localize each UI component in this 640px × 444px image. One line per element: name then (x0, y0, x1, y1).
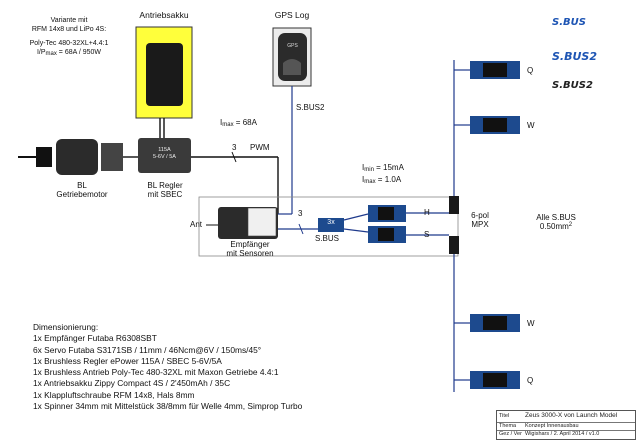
mpx-connector-top (449, 196, 459, 214)
servo-label-q-top: Q (527, 66, 534, 75)
title-row: Titel Zeus 3000-X von Launch Model (497, 411, 635, 423)
servo-w-bottom-cap (483, 316, 507, 330)
hub-to-servo-s (343, 228, 369, 233)
antenna-label: Ant (190, 220, 203, 229)
servo-label-w-top: W (527, 121, 535, 130)
sbus2-logo-black: S.BUS2 (552, 80, 593, 91)
receiver-label-area (247, 207, 277, 237)
gps-title: GPS Log (274, 10, 310, 20)
battery-cell (146, 43, 183, 106)
battery-title: Antriebsakku (139, 10, 189, 20)
sbus-text: S.BUS (315, 234, 340, 243)
author-row: Gez / Ver Wigishars / 2. April 2014 / v1… (499, 431, 600, 437)
esc-module (138, 138, 191, 173)
all-sbus-note: Alle S.BUS 0.50mm2 (536, 213, 576, 232)
servo-q-bottom-cap (483, 373, 507, 387)
motor-spinner (36, 147, 52, 167)
imax-battery-label: Imax = 68A (220, 118, 257, 128)
pwm-tick (231, 151, 237, 163)
list-item: 1x Antriebsakku Zippy Compact 4S / 2'450… (33, 378, 231, 389)
list-item: 1x Spinner 34mm mit Mittelstück 38/8mm f… (33, 401, 303, 412)
title-block: Titel Zeus 3000-X von Launch Model Thema… (496, 410, 636, 440)
imin-label: Imin = 15mA (362, 163, 404, 173)
list-item: 1x Brushless Antrieb Poly-Tec 480-32XL m… (33, 367, 279, 378)
theme-row: Thema Konzept Innenausbau (497, 422, 635, 431)
sbus-count: 3 (298, 209, 303, 218)
list-item: 1x Empfänger Futaba R6308SBT (33, 333, 157, 344)
list-item: 1x Brushless Regler ePower 115A / SBEC 5… (33, 355, 222, 366)
pwm-count: 3 (232, 143, 237, 152)
servo-label-w-bottom: W (527, 319, 535, 328)
list-item: 6x Servo Futaba S3171SB / 11mm / 46Ncm@6… (33, 344, 262, 355)
imax-servo-label: Imax = 1.0A (362, 175, 402, 185)
servo-s-cap (378, 228, 394, 241)
servo-w-top-cap (483, 118, 507, 132)
sbus2-logo: S.BUS2 (552, 50, 597, 63)
receiver-frame (198, 196, 459, 257)
servo-q-top-cap (483, 63, 507, 77)
dimensioning-block: Dimensionierung: 1x Empfänger Futaba R63… (33, 322, 302, 412)
servo-label-q-bottom: Q (527, 376, 534, 385)
servo-h-cap (378, 207, 394, 220)
gps-bus-label: S.BUS2 (296, 103, 325, 112)
sbus-hub (318, 218, 344, 232)
motor-gear (101, 143, 123, 171)
sbus-logo: S.BUS (552, 17, 586, 28)
connector-s: S (424, 230, 430, 239)
variant-line-2: RFM 14x8 und LiPo 4S: (31, 26, 107, 33)
sbus-tick (298, 223, 304, 235)
dimensioning-title: Dimensionierung: (33, 322, 99, 332)
variant-line-4: I/Pmax = 68A / 950W (36, 49, 102, 57)
motor-body (56, 139, 98, 175)
variant-line-1: Variante mit (50, 17, 88, 24)
sbus-mult: 3x (327, 219, 335, 226)
list-item: 1x Klappluftschraube RFM 14x8, Hals 8mm (33, 389, 195, 400)
variant-line-3: Poly-Tec 480-32XL+4.4:1 (29, 40, 109, 47)
hub-to-servo-h (343, 213, 369, 221)
gps-module-label: GPS (287, 43, 298, 49)
pwm-text: PWM (250, 143, 270, 152)
gps-module-detail (283, 59, 301, 75)
connector-h: H (424, 208, 430, 217)
mpx-connector-bottom (449, 236, 459, 254)
variant-note: Variante mit RFM 14x8 und LiPo 4S: Poly-… (14, 16, 124, 59)
